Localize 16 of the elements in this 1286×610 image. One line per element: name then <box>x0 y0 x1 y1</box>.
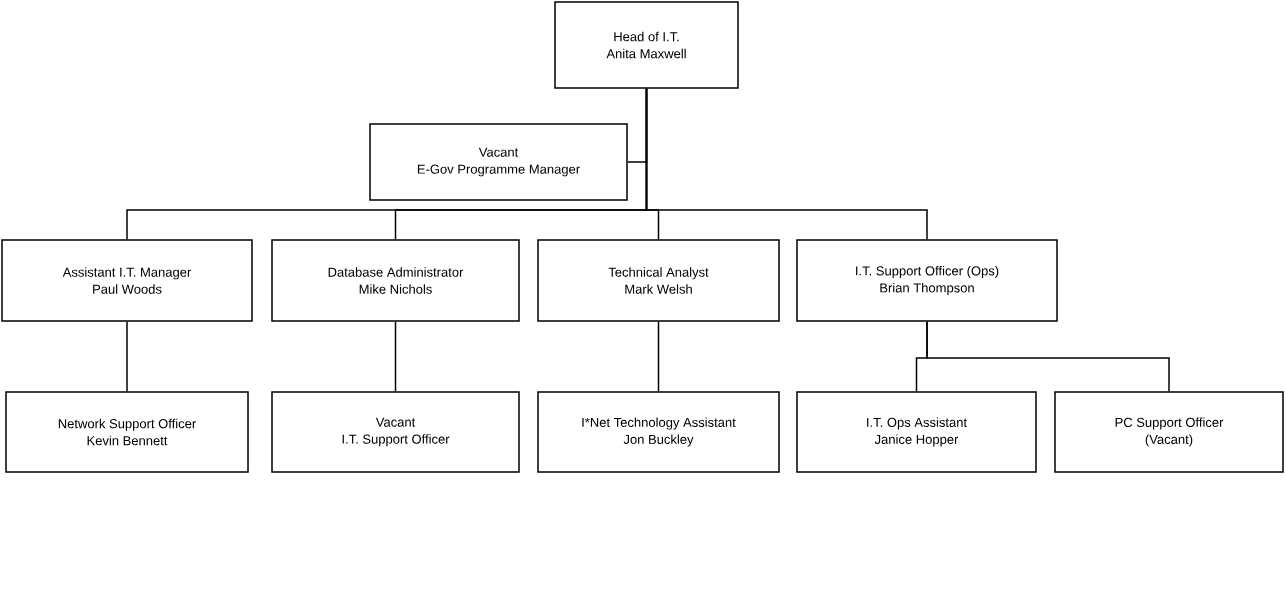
connector-line <box>126 321 128 392</box>
connector-line <box>394 321 397 392</box>
role-box: PC Support Officer (Vacant) <box>1054 391 1284 473</box>
role-box: Vacant E-Gov Programme Manager <box>369 123 628 201</box>
role-box: Assistant I.T. Manager Paul Woods <box>1 239 253 322</box>
connector-line <box>926 321 1170 392</box>
role-box: Database Administrator Mike Nichols <box>271 239 520 322</box>
role-box: I.T. Support Officer (Ops) Brian Thompson <box>796 239 1058 322</box>
role-box: Vacant I.T. Support Officer <box>271 391 520 473</box>
role-box: Network Support Officer Kevin Bennett <box>5 391 249 473</box>
connector-line <box>645 88 928 240</box>
role-box: I*Net Technology Assistant Jon Buckley <box>537 391 780 473</box>
role-box: Technical Analyst Mark Welsh <box>537 239 780 322</box>
role-box: Head of I.T. Anita Maxwell <box>554 1 739 89</box>
connector-line <box>657 321 660 392</box>
role-box: I.T. Ops Assistant Janice Hopper <box>796 391 1037 473</box>
